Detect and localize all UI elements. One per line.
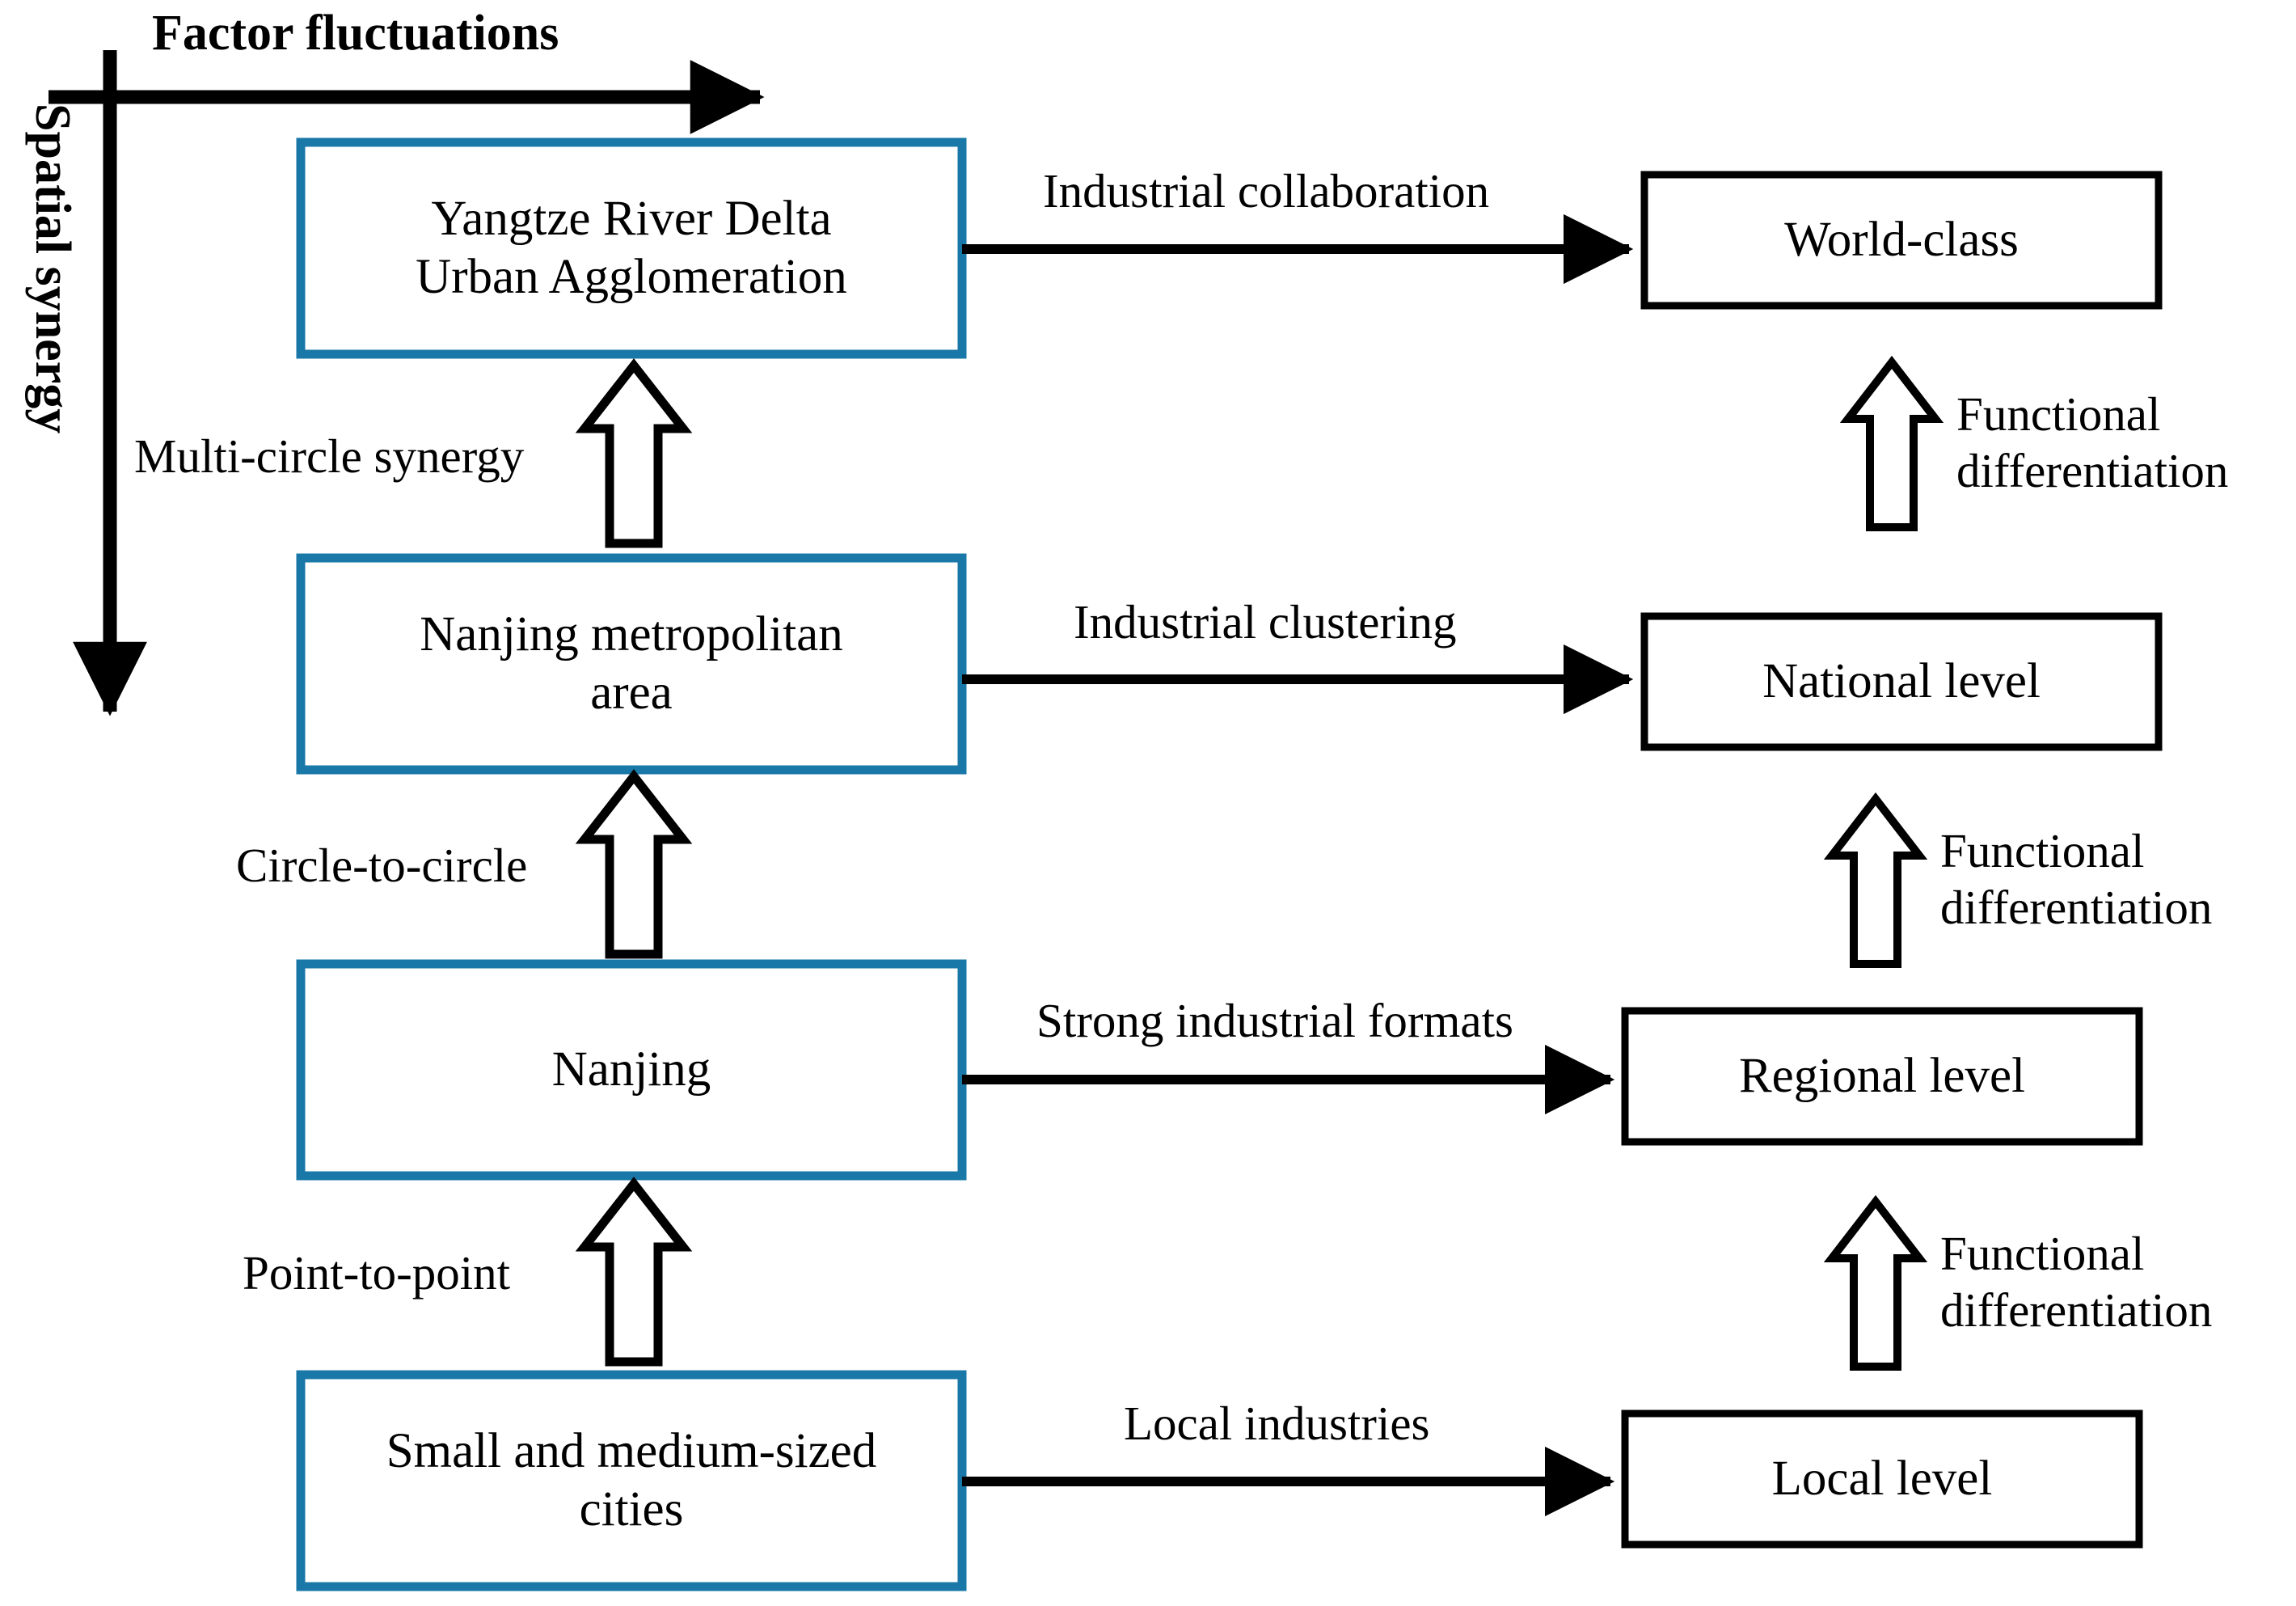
edge-label-strong-industrial-formats: Strong industrial formats <box>1036 994 1513 1047</box>
axis-group <box>49 50 765 716</box>
box-national-level <box>1640 612 2163 751</box>
box-local-level <box>1621 1409 2143 1549</box>
block-arrow-circle-to-circle <box>575 769 693 959</box>
edge-label-multi-circle-synergy: Multi-circle synergy <box>134 429 525 483</box>
block-arrow-functional-differentiation-top <box>1839 355 1944 531</box>
edge-label-functional-differentiation-top: Functional differentiation <box>1956 387 2229 497</box>
edge-label-circle-to-circle: Circle-to-circle <box>236 839 528 892</box>
edge-label-functional-differentiation-bottom: Functional differentiation <box>1940 1227 2213 1337</box>
box-yangtze-river-delta <box>296 137 967 359</box>
box-nanjing-metropolitan-area <box>296 553 967 775</box>
axis-title-factor-fluctuations: Factor fluctuations <box>152 6 559 61</box>
edge-label-local-industries: Local industries <box>1124 1397 1430 1450</box>
box-regional-level <box>1621 1007 2143 1146</box>
block-arrow-functional-differentiation-bottom <box>1823 1194 1928 1371</box>
edge-label-functional-differentiation-middle: Functional differentiation <box>1940 824 2213 934</box>
box-world-class <box>1640 171 2163 310</box>
edge-label-industrial-clustering: Industrial clustering <box>1074 595 1457 649</box>
block-arrow-point-to-point <box>575 1177 693 1367</box>
axis-title-spatial-synergy: Spatial synergy <box>25 104 80 434</box>
box-nanjing <box>296 959 967 1181</box>
block-arrow-functional-differentiation-middle <box>1823 792 1928 968</box>
block-arrow-multi-circle-synergy <box>575 358 693 548</box>
edge-label-point-to-point: Point-to-point <box>243 1246 511 1300</box>
box-small-and-medium-sized-cities <box>296 1370 967 1591</box>
edge-label-industrial-collaboration: Industrial collaboration <box>1043 164 1490 218</box>
